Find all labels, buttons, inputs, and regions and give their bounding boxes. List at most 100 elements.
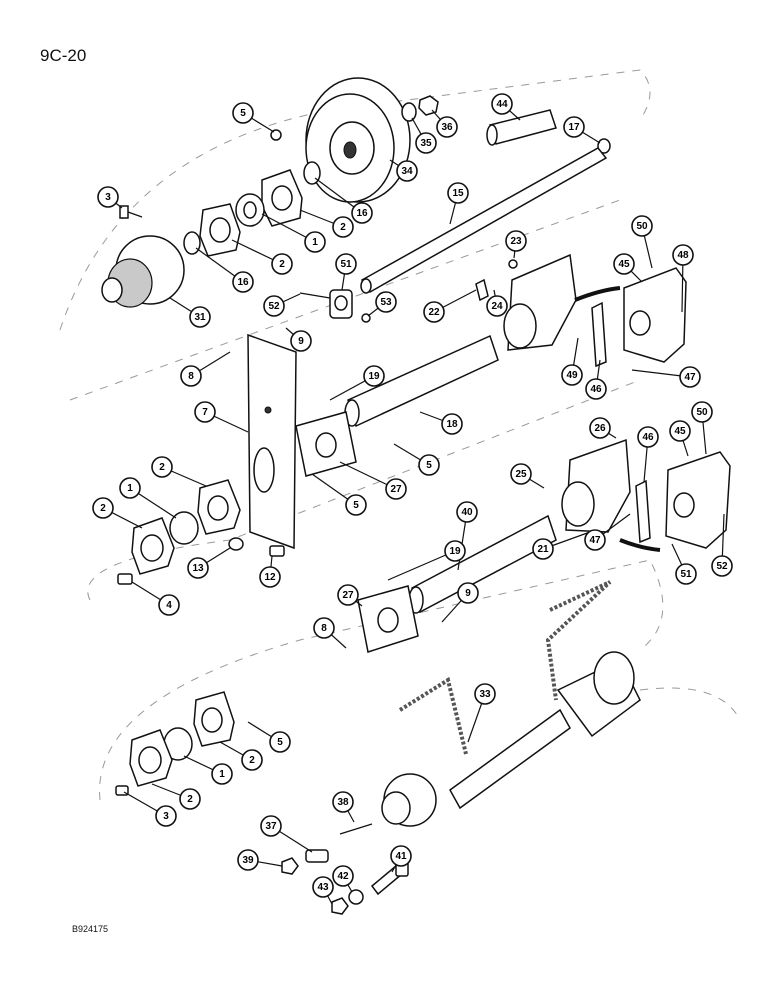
callout-circle [672, 244, 694, 266]
callout-circle [189, 306, 211, 328]
key-22 [475, 278, 489, 302]
bearing-housing-lower [561, 438, 631, 533]
callout-46: 46 [585, 378, 607, 400]
callout-number: 1 [127, 483, 133, 494]
callout-number: 23 [510, 236, 522, 247]
callout-circle [332, 865, 354, 887]
callout-circle [584, 529, 606, 551]
callout-circle [418, 454, 440, 476]
callout-circle [423, 301, 445, 323]
callout-number: 16 [356, 208, 368, 219]
callout-8: 8 [180, 365, 202, 387]
shield-45-lower [665, 451, 731, 549]
callout-circle [179, 788, 201, 810]
callout-52: 52 [263, 295, 285, 317]
callout-circle [631, 215, 653, 237]
bearing-flange-middle-a [197, 479, 241, 535]
drive-shaft-15 [360, 147, 608, 294]
callout-number: 33 [479, 689, 491, 700]
callout-circle [436, 116, 458, 138]
callout-16: 16 [232, 271, 254, 293]
callout-number: 50 [636, 221, 648, 232]
bolt-12 [269, 545, 285, 557]
callout-36: 36 [436, 116, 458, 138]
callout-circle [396, 160, 418, 182]
callout-number: 16 [237, 277, 249, 288]
callout-number: 8 [321, 623, 327, 634]
callout-47: 47 [679, 366, 701, 388]
callout-1: 1 [119, 477, 141, 499]
callout-circle [441, 413, 463, 435]
callout-18: 18 [441, 413, 463, 435]
figure-code: B924175 [72, 924, 109, 934]
callout-circle [375, 291, 397, 313]
bearing-flange-middle-b [131, 517, 175, 575]
callout-number: 13 [192, 563, 204, 574]
nut-39 [281, 857, 299, 875]
callout-39: 39 [237, 849, 259, 871]
callout-number: 37 [265, 821, 277, 832]
nut-36 [418, 95, 439, 116]
callout-circle [613, 253, 635, 275]
callout-circle [363, 365, 385, 387]
callout-circle [312, 876, 334, 898]
callout-number: 49 [566, 370, 578, 381]
callout-circle [187, 557, 209, 579]
callout-circle [194, 401, 216, 423]
callout-circle [271, 253, 293, 275]
callout-number: 4 [166, 600, 172, 611]
callout-circle [232, 102, 254, 124]
callout-circle [269, 731, 291, 753]
callout-9: 9 [290, 330, 312, 352]
washer-42 [348, 889, 364, 905]
callout-number: 51 [680, 569, 692, 580]
callout-34: 34 [396, 160, 418, 182]
callout-47: 47 [584, 529, 606, 551]
callout-number: 25 [515, 469, 527, 480]
callout-circle [589, 417, 611, 439]
callout-45: 45 [613, 253, 635, 275]
callout-number: 38 [337, 797, 349, 808]
callout-number: 2 [187, 794, 193, 805]
callout-number: 8 [188, 371, 194, 382]
bearing-housing-upper [503, 253, 577, 351]
callout-number: 12 [264, 572, 276, 583]
callout-circle [679, 366, 701, 388]
shim-46-lower [635, 479, 651, 544]
callout-16: 16 [351, 202, 373, 224]
callout-4: 4 [158, 594, 180, 616]
callout-number: 2 [159, 462, 165, 473]
callout-44: 44 [491, 93, 513, 115]
callout-circle [345, 494, 367, 516]
sprocket-hub-31 [101, 235, 185, 308]
callout-23: 23 [505, 230, 527, 252]
callout-circle [151, 456, 173, 478]
callout-number: 2 [279, 259, 285, 270]
callout-circle [563, 116, 585, 138]
callout-circle [337, 584, 359, 606]
callout-number: 40 [461, 507, 473, 518]
arrow-lower [619, 538, 661, 552]
callout-37: 37 [260, 815, 282, 837]
pto-driveline-33 [381, 651, 641, 827]
callout-19: 19 [444, 540, 466, 562]
callout-circle [313, 617, 335, 639]
callout-circle [332, 791, 354, 813]
bolt-41 [370, 861, 409, 896]
callout-number: 39 [242, 855, 254, 866]
callout-41: 41 [390, 845, 412, 867]
callout-49: 49 [561, 364, 583, 386]
callout-circle [351, 202, 373, 224]
callout-1: 1 [304, 231, 326, 253]
callout-38: 38 [332, 791, 354, 813]
callout-number: 27 [342, 590, 354, 601]
callout-27: 27 [385, 478, 407, 500]
callout-26: 26 [589, 417, 611, 439]
callout-circle [263, 295, 285, 317]
callout-circle [260, 815, 282, 837]
callout-number: 41 [395, 851, 407, 862]
callout-number: 3 [105, 192, 111, 203]
callout-circle [385, 478, 407, 500]
